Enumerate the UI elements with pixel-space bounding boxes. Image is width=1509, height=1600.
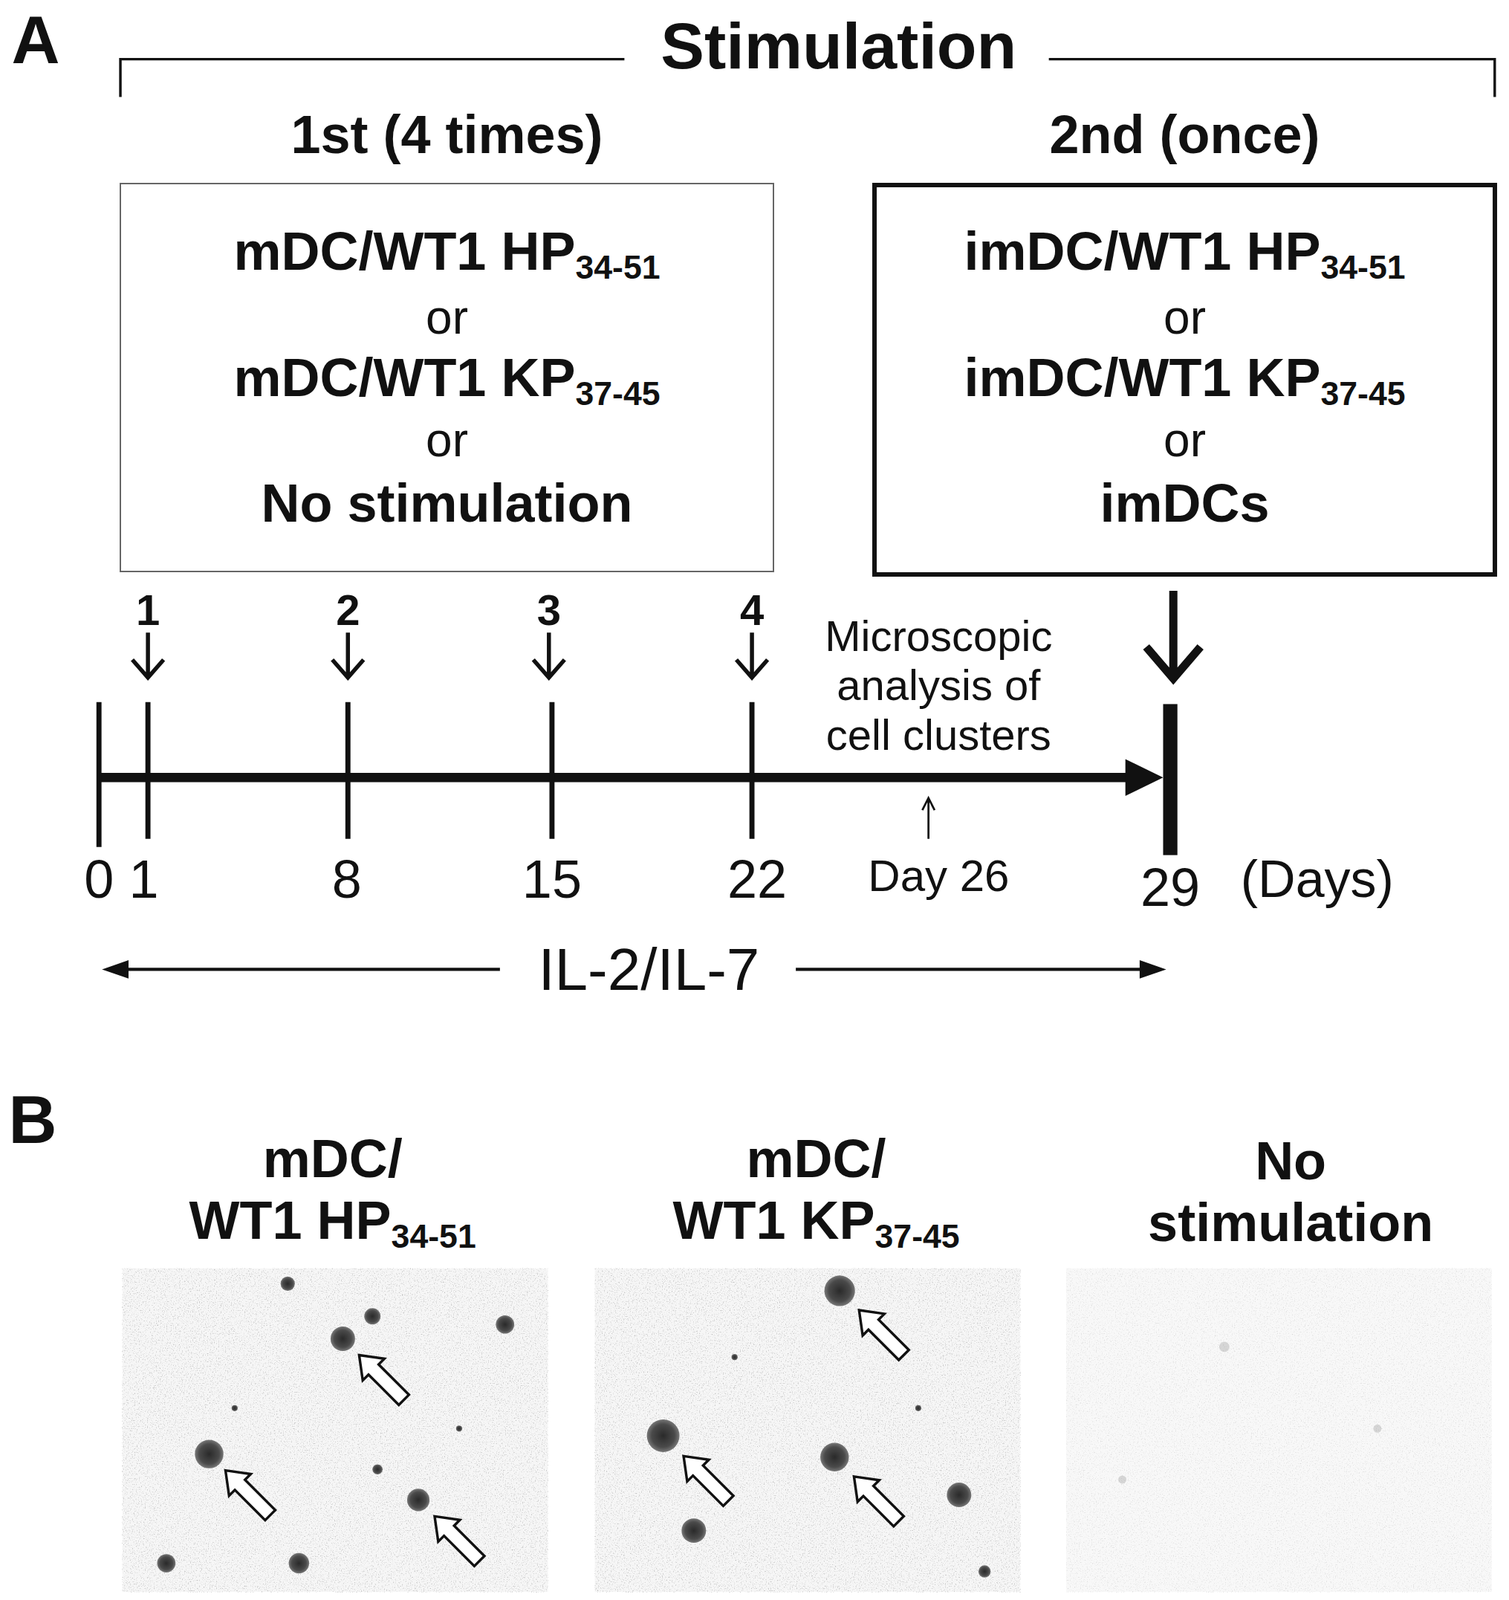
day-number: 22 (727, 848, 787, 911)
micrograph (122, 1268, 549, 1592)
box-connective: or (1163, 290, 1206, 346)
stimulation-number: 3 (537, 585, 561, 636)
box-line: mDC/WT1 HP34-51 (233, 220, 660, 287)
micrograph (1066, 1268, 1492, 1592)
timeline-note: Microscopic analysis of cell clusters (812, 611, 1065, 761)
day26-arrow (922, 797, 934, 839)
box-heading: 2nd (once) (1049, 104, 1320, 166)
box-line: imDC/WT1 HP34-51 (963, 220, 1405, 287)
panel-title: mDC/ WT1 KP37-45 (673, 1127, 960, 1256)
box-heading: 1st (4 times) (290, 104, 603, 166)
bracket-heading: Stimulation (660, 8, 1017, 84)
stimulation-number: 1 (135, 585, 160, 636)
day-number: 29 (1140, 856, 1200, 919)
day-number: 8 (332, 848, 362, 911)
box-connective: or (1163, 413, 1206, 469)
stimulation-arrows (133, 634, 767, 678)
micrograph (595, 1268, 1021, 1592)
culture-label: IL-2/IL-7 (537, 935, 760, 1004)
box-line: imDC/WT1 KP37-45 (963, 346, 1405, 414)
second-stimulation-arrow (1148, 595, 1198, 680)
panel-letter: B (8, 1081, 57, 1160)
box-line: No stimulation (261, 472, 634, 535)
box-connective: or (425, 413, 469, 469)
axis-unit: (Days) (1240, 849, 1394, 910)
day-number: 0 (83, 848, 114, 911)
day-number: 15 (522, 848, 582, 911)
box-line: mDC/WT1 KP37-45 (233, 346, 660, 414)
stimulation-number: 2 (335, 585, 360, 636)
day-number: 1 (129, 848, 159, 911)
stimulation-number: 4 (740, 585, 764, 636)
box-connective: or (425, 290, 469, 346)
box-line: imDCs (1099, 472, 1270, 535)
panel-title: No stimulation (1134, 1130, 1447, 1254)
stimulation-box: 2nd (once)imDC/WT1 HP34-51orimDC/WT1 KP3… (872, 182, 1498, 577)
timeline-note: Day 26 (867, 849, 1009, 902)
panel-letter: A (11, 2, 61, 80)
panel-title: mDC/ WT1 HP34-51 (189, 1127, 477, 1256)
stimulation-box: 1st (4 times)mDC/WT1 HP34-51ormDC/WT1 KP… (119, 182, 775, 573)
